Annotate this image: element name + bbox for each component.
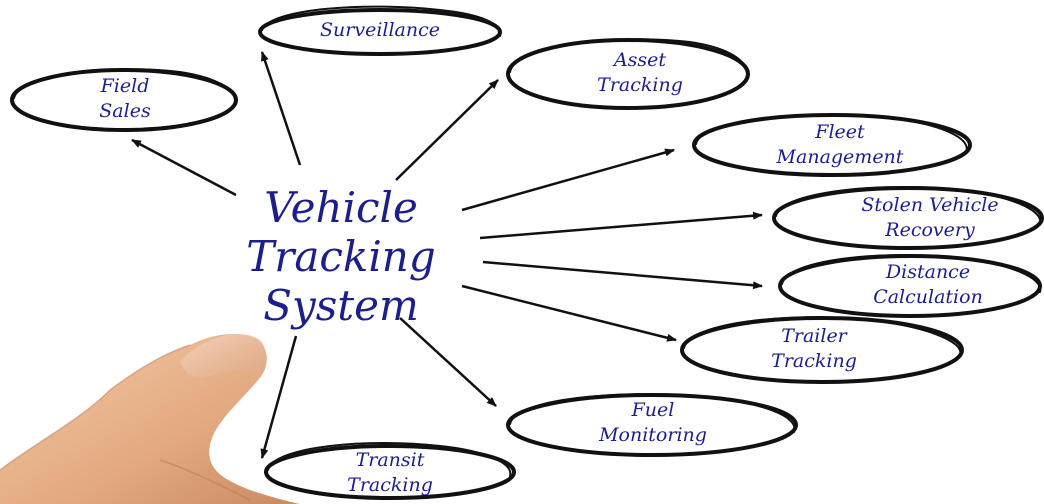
arrow-to-transit-tracking (260, 335, 298, 459)
arrow-to-surveillance (260, 51, 302, 166)
node-field-sales: Field Sales (70, 74, 180, 124)
node-distance-calculation: Distance Calculation (838, 260, 1018, 310)
node-label-line: Recovery (885, 219, 975, 241)
ellipse-trailer-tracking (680, 316, 964, 384)
ellipse-stolen-vehicle-recovery (772, 186, 1044, 250)
arrow-to-fleet-management (461, 148, 675, 212)
ellipse-fuel-monitoring (506, 393, 798, 457)
node-surveillance: Surveillance (290, 18, 470, 43)
node-fuel-monitoring: Fuel Monitoring (568, 398, 738, 448)
node-label-line: Surveillance (320, 19, 440, 41)
node-label-line: Fuel (631, 399, 675, 421)
arrow-to-asset-tracking (395, 79, 499, 181)
ellipse-asset-tracking (506, 38, 750, 110)
node-fleet-management: Fleet Management (750, 120, 930, 170)
node-label-line: Tracking (347, 474, 433, 496)
center-title-line: Tracking (246, 232, 436, 281)
ellipse-field-sales (10, 68, 238, 132)
node-transit-tracking: Transit Tracking (320, 448, 460, 498)
center-title-line: Vehicle (264, 183, 418, 232)
arrow-to-trailer-tracking (461, 284, 677, 342)
ellipse-fleet-management (692, 113, 972, 177)
arrow-to-stolen-vehicle-recovery (479, 211, 763, 240)
arrow-to-distance-calculation (482, 260, 763, 290)
node-label-line: Distance (885, 261, 971, 283)
node-label-line: Stolen Vehicle (861, 194, 999, 216)
node-label-line: Management (776, 146, 904, 168)
node-trailer-tracking: Trailer Tracking (744, 324, 884, 374)
node-label-line: Field (100, 75, 150, 97)
ellipse-transit-tracking (264, 442, 516, 500)
node-label-line: Tracking (771, 350, 857, 372)
node-label-line: Transit (355, 449, 425, 471)
node-label-line: Trailer (781, 325, 847, 347)
center-title: Vehicle Tracking System (226, 183, 456, 330)
node-stolen-vehicle-recovery: Stolen Vehicle Recovery (820, 193, 1040, 243)
node-label-line: Monitoring (599, 424, 707, 446)
center-title-line: System (263, 281, 419, 330)
node-label-line: Tracking (597, 74, 683, 96)
ellipse-distance-calculation (778, 254, 1042, 318)
pointing-finger-icon (0, 334, 300, 504)
arrow-to-field-sales (131, 138, 237, 197)
node-ellipses (10, 5, 1044, 500)
node-label-line: Sales (99, 100, 151, 122)
node-label-line: Asset (613, 49, 667, 71)
arrow-to-fuel-monitoring (399, 317, 497, 407)
connector-arrows (131, 51, 763, 459)
ellipse-surveillance (258, 5, 502, 56)
node-label-line: Fleet (815, 121, 865, 143)
node-label-line: Calculation (873, 286, 983, 308)
node-asset-tracking: Asset Tracking (570, 48, 710, 98)
